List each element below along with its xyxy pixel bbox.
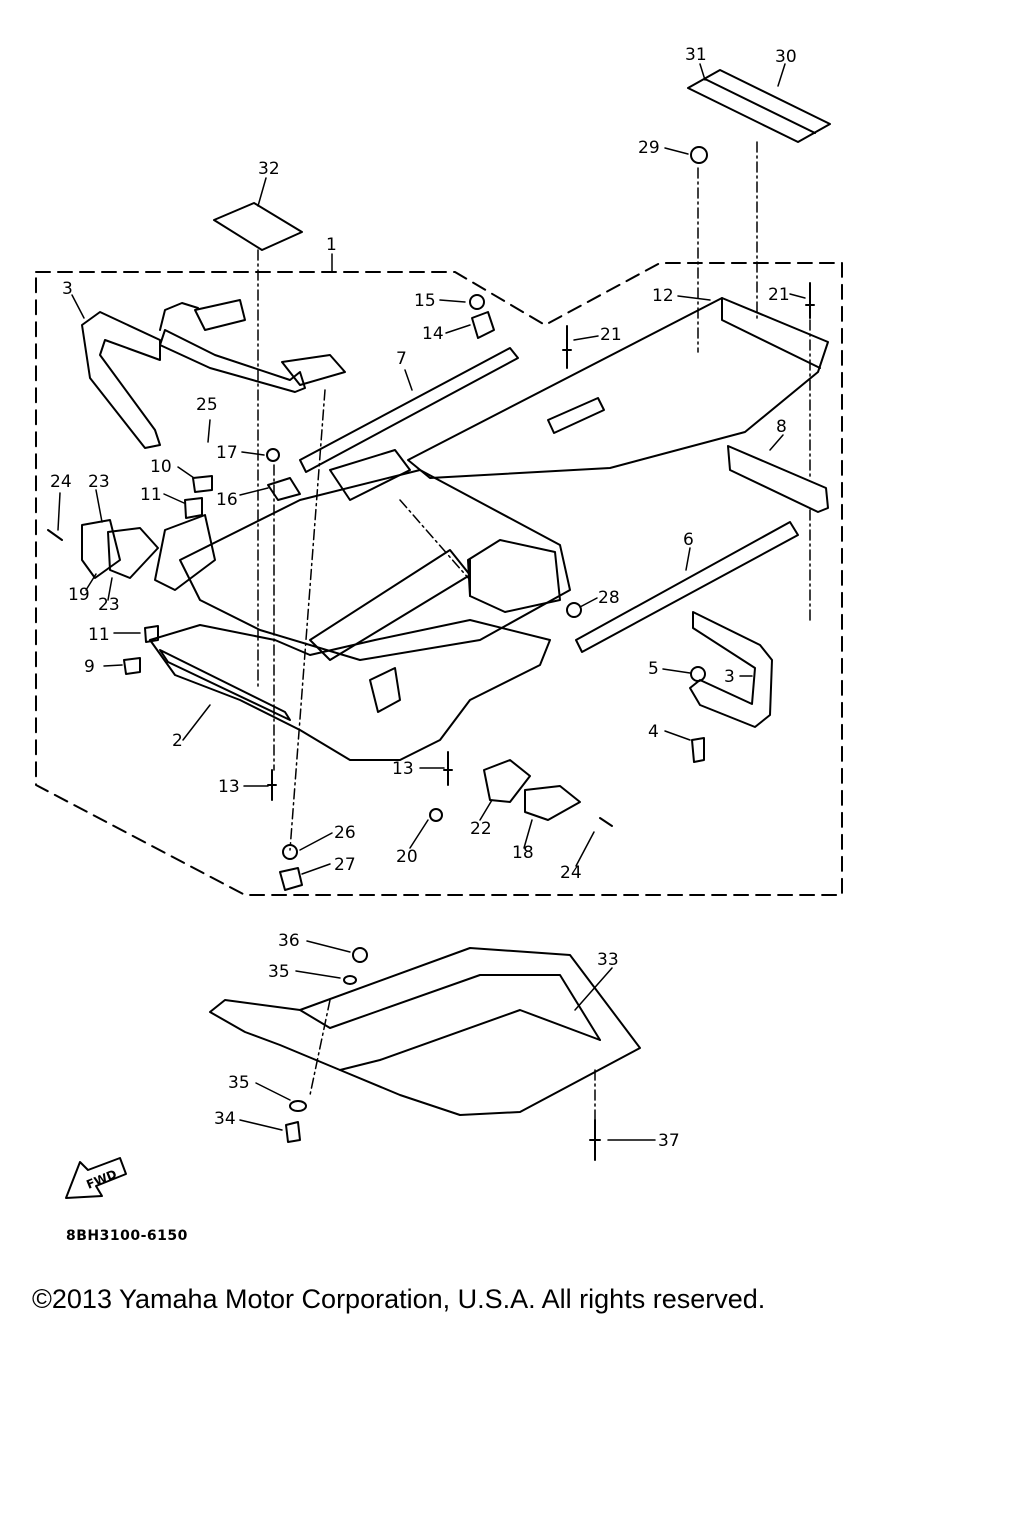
callout-11-bottom: 11: [88, 625, 110, 645]
side-rail-6: [575, 521, 799, 653]
callout-27: 27: [334, 855, 356, 875]
callout-29: 29: [638, 138, 660, 158]
plate-19: [81, 519, 121, 579]
leader-lines: [57, 63, 806, 1141]
copyright-notice: ©2013 Yamaha Motor Corporation, U.S.A. A…: [32, 1284, 766, 1314]
callout-22: 22: [470, 819, 492, 839]
callout-12: 12: [652, 286, 674, 306]
callout-23-top: 23: [88, 472, 110, 492]
callout-26: 26: [334, 823, 356, 843]
callout-3-rear: 3: [724, 667, 735, 687]
bracket-18: [524, 785, 581, 821]
callout-15: 15: [414, 291, 436, 311]
callout-16: 16: [216, 490, 238, 510]
assembly-boundary: [35, 262, 843, 896]
bumper-3-front: [81, 311, 161, 449]
callout-32: 32: [258, 159, 280, 179]
callout-31: 31: [685, 45, 707, 65]
fwd-arrow: [65, 1157, 127, 1199]
callout-2: 2: [172, 731, 183, 751]
bumper-3-rear: [689, 611, 773, 728]
decal-30-31: [687, 69, 831, 143]
callout-17: 17: [216, 443, 238, 463]
callout-36: 36: [278, 931, 300, 951]
callout-23-bottom: 23: [98, 595, 120, 615]
decal-32: [213, 202, 303, 251]
callout-21-center: 21: [600, 325, 622, 345]
callout-11-top: 11: [140, 485, 162, 505]
callout-35-bottom: 35: [228, 1073, 250, 1093]
callout-25: 25: [196, 395, 218, 415]
side-rail-7: [299, 347, 519, 473]
callout-34: 34: [214, 1109, 236, 1129]
callout-14: 14: [422, 324, 444, 344]
side-frame-2: [159, 649, 291, 721]
callout-7: 7: [396, 349, 407, 369]
callout-4: 4: [648, 722, 659, 742]
callout-6: 6: [683, 530, 694, 550]
callout-1: 1: [326, 235, 337, 255]
reference-lines: [257, 141, 811, 1121]
callout-18: 18: [512, 843, 534, 863]
callout-3-front: 3: [62, 279, 73, 299]
callout-19: 19: [68, 585, 90, 605]
callout-10: 10: [150, 457, 172, 477]
callout-21-right: 21: [768, 285, 790, 305]
fwd-label: FWD: [84, 1167, 118, 1192]
skid-plate-33: [209, 947, 641, 1116]
part-code: 8BH3100-6150: [66, 1228, 188, 1244]
callout-24-right: 24: [560, 863, 582, 883]
callout-37: 37: [658, 1131, 680, 1151]
callout-33: 33: [597, 950, 619, 970]
small-parts: [47, 146, 815, 891]
callout-5: 5: [648, 659, 659, 679]
fasteners-34-37: [285, 947, 601, 1161]
callout-8: 8: [776, 417, 787, 437]
callout-13-center: 13: [392, 759, 414, 779]
parts-diagram: 31 30 29 32 1 3 15 14 21 12 21 7 25 8 17…: [35, 45, 843, 1244]
bracket-22: [483, 759, 531, 803]
callout-35-top: 35: [268, 962, 290, 982]
callout-9: 9: [84, 657, 95, 677]
callout-20: 20: [396, 847, 418, 867]
callout-13-left: 13: [218, 777, 240, 797]
main-chassis: [149, 449, 571, 761]
callout-24-left: 24: [50, 472, 72, 492]
cross-member-8: [727, 445, 829, 513]
callout-30: 30: [775, 47, 797, 67]
tunnel-deck: [407, 297, 829, 479]
plate-23: [107, 527, 159, 579]
grab-handle-25: [159, 302, 306, 393]
callout-28: 28: [598, 588, 620, 608]
